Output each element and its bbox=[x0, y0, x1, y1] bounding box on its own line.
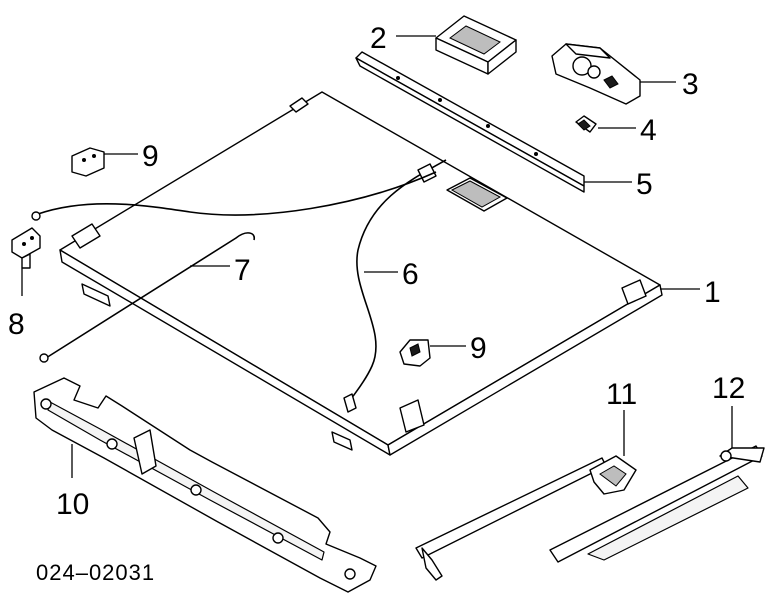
callout-9-center: 9 bbox=[470, 332, 487, 365]
part-3-latch bbox=[551, 43, 676, 105]
long-cable bbox=[31, 171, 437, 221]
part-7-rod bbox=[39, 232, 256, 363]
part-11-guide-rail bbox=[415, 410, 637, 581]
part-10-long-bracket bbox=[33, 377, 377, 593]
part-12-roller-cover bbox=[549, 406, 765, 563]
callout-6: 6 bbox=[402, 258, 419, 291]
callout-3: 3 bbox=[682, 68, 699, 101]
callout-7: 7 bbox=[234, 254, 251, 287]
callout-12: 12 bbox=[712, 372, 745, 405]
part-5-rail bbox=[355, 51, 632, 193]
callout-4: 4 bbox=[640, 114, 657, 147]
part-9-clip-center bbox=[399, 339, 466, 367]
callout-9-upper: 9 bbox=[142, 140, 159, 173]
part-8-bracket bbox=[11, 227, 41, 296]
callout-5: 5 bbox=[636, 168, 653, 201]
part-4-clip bbox=[575, 115, 636, 133]
part-2-tray bbox=[396, 15, 517, 75]
callout-11: 11 bbox=[606, 378, 637, 411]
diagram-code: 024–02031 bbox=[36, 560, 155, 585]
callout-2: 2 bbox=[370, 22, 387, 55]
callout-8: 8 bbox=[8, 308, 25, 341]
part-9-tab-upper bbox=[71, 147, 138, 177]
part-1-floor-panel bbox=[59, 91, 663, 456]
callout-10: 10 bbox=[56, 488, 89, 521]
callout-1: 1 bbox=[704, 276, 721, 309]
